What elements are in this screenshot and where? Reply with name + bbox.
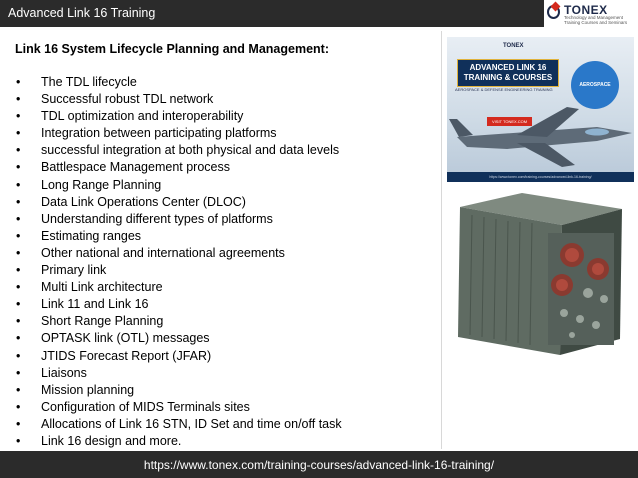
list-item: Mission planning bbox=[15, 382, 342, 399]
list-item: Link 16 design and more. bbox=[15, 433, 342, 450]
aerospace-badge: AEROSPACE bbox=[571, 61, 619, 109]
list-item: The TDL lifecycle bbox=[15, 74, 342, 91]
banner-brand: TONEX bbox=[503, 43, 524, 49]
slide-title: Advanced Link 16 Training bbox=[8, 6, 156, 20]
course-banner-image: TONEX ADVANCED LINK 16 TRAINING & COURSE… bbox=[447, 37, 634, 182]
section-heading: Link 16 System Lifecycle Planning and Ma… bbox=[15, 42, 329, 56]
list-item: Configuration of MIDS Terminals sites bbox=[15, 399, 342, 416]
list-item: Multi Link architecture bbox=[15, 279, 342, 296]
banner-title: ADVANCED LINK 16 TRAINING & COURSES bbox=[457, 59, 559, 87]
list-item: Short Range Planning bbox=[15, 313, 342, 330]
list-item: JTIDS Forecast Report (JFAR) bbox=[15, 348, 342, 365]
banner-footer-url: https://www.tonex.com/training-courses/a… bbox=[447, 172, 634, 182]
list-item: Battlespace Management process bbox=[15, 159, 342, 176]
bullet-list: The TDL lifecycle Successful robust TDL … bbox=[15, 74, 342, 450]
list-item: Allocations of Link 16 STN, ID Set and t… bbox=[15, 416, 342, 433]
list-item: Data Link Operations Center (DLOC) bbox=[15, 194, 342, 211]
list-item: Understanding different types of platfor… bbox=[15, 211, 342, 228]
logo-mark-icon bbox=[547, 5, 560, 19]
footer-bar: https://www.tonex.com/training-courses/a… bbox=[0, 451, 638, 478]
logo-name: TONEX bbox=[564, 3, 608, 17]
list-item: Liaisons bbox=[15, 365, 342, 382]
logo-tagline: Technology and Management Training Cours… bbox=[564, 15, 628, 25]
tonex-logo: TONEX Technology and Management Training… bbox=[544, 0, 638, 27]
list-item: successful integration at both physical … bbox=[15, 142, 342, 159]
mids-terminal-icon bbox=[458, 193, 622, 355]
list-item: Long Range Planning bbox=[15, 177, 342, 194]
list-item: Link 11 and Link 16 bbox=[15, 296, 342, 313]
list-item: TDL optimization and interoperability bbox=[15, 108, 342, 125]
list-item: Successful robust TDL network bbox=[15, 91, 342, 108]
footer-url[interactable]: https://www.tonex.com/training-courses/a… bbox=[143, 458, 495, 472]
banner-visit-button: VISIT TONEX.COM bbox=[487, 117, 533, 126]
list-item: OPTASK link (OTL) messages bbox=[15, 330, 342, 347]
column-divider bbox=[441, 31, 442, 449]
list-item: Other national and international agreeme… bbox=[15, 245, 342, 262]
list-item: Primary link bbox=[15, 262, 342, 279]
list-item: Integration between participating platfo… bbox=[15, 125, 342, 142]
fighter-jet-icon bbox=[449, 107, 632, 167]
header-bar: Advanced Link 16 Training TONEX Technolo… bbox=[0, 0, 638, 27]
banner-subtitle: AEROSPACE & DEFENSE ENGINEERING TRAINING bbox=[455, 87, 553, 92]
list-item: Estimating ranges bbox=[15, 228, 342, 245]
